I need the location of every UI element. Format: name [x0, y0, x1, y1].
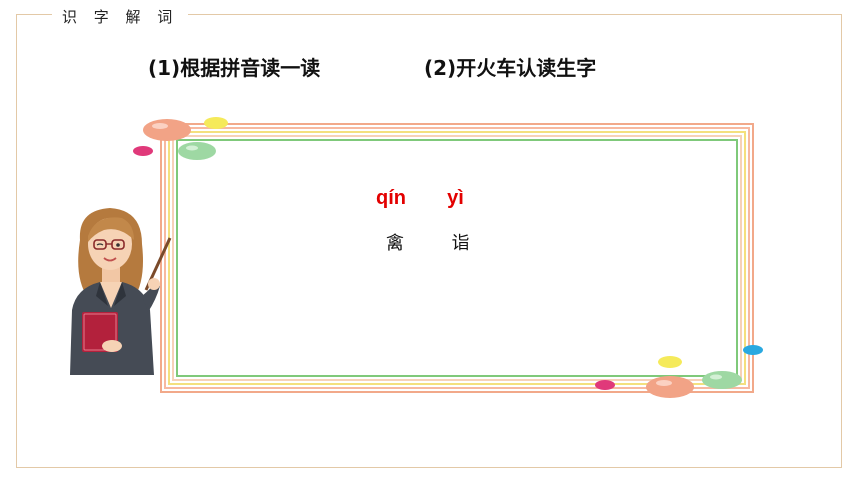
pinyin-yi: yì [447, 187, 464, 209]
teacher-illustration [70, 208, 172, 375]
pinyin-row: qín yì [376, 187, 464, 210]
pinyin-qin: qín [376, 187, 406, 209]
chalkboard-frame [160, 123, 754, 393]
char-yi: 诣 [451, 233, 470, 254]
instruction-train-reading: (2)开火车认读生字 [424, 56, 597, 80]
char-qin: 禽 [386, 233, 404, 254]
page-frame [16, 14, 842, 468]
page-title: 识 字 解 词 [52, 5, 189, 29]
character-row: 禽 诣 [386, 229, 469, 255]
instruction-read-pinyin: (1)根据拼音读一读 [148, 56, 321, 80]
